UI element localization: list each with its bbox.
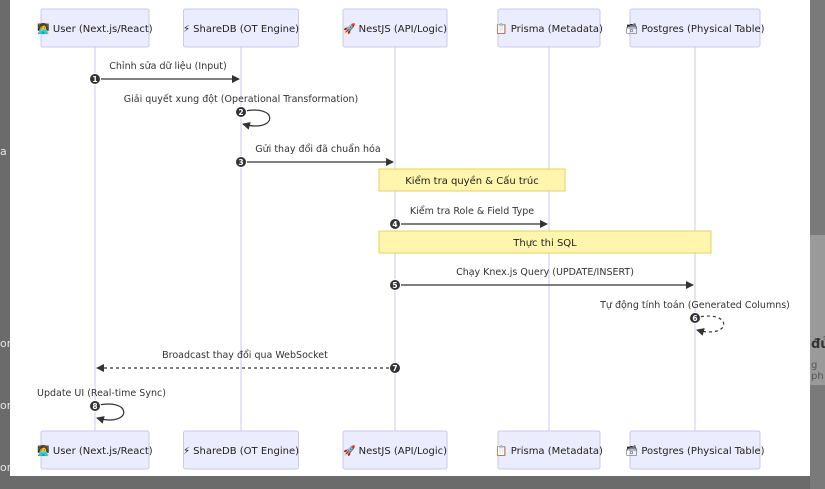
note-1: Kiểm tra quyền & Cấu trúc xyxy=(378,168,566,192)
actor-label-text: ShareDB (OT Engine) xyxy=(193,446,299,457)
message-label: Gửi thay đổi đã chuẩn hóa xyxy=(255,144,380,155)
user-participant-icon: 👩‍💻 xyxy=(37,22,53,35)
actor-top-nestjs: 🚀 NestJS (API/Logic) xyxy=(342,8,448,48)
sequence-number-badge: 4 xyxy=(389,218,401,230)
message-label: Update UI (Real-time Sync) xyxy=(37,388,166,399)
actor-top-label-user: 👩‍💻 User (Next.js/React) xyxy=(37,22,153,35)
sharedb-participant-icon: ⚡ xyxy=(183,446,193,457)
sequence-number: 2 xyxy=(238,108,243,117)
message-label: Broadcast thay đổi qua WebSocket xyxy=(162,350,328,361)
sequence-number: 1 xyxy=(92,75,97,84)
sequence-number-badge: 3 xyxy=(235,156,247,168)
background-fragment-left-4: or xyxy=(0,461,12,474)
self-message-arrow xyxy=(94,403,125,424)
actor-top-label-nestjs: 🚀 NestJS (API/Logic) xyxy=(343,22,447,35)
note-text: Kiểm tra quyền & Cấu trúc xyxy=(405,174,539,187)
prisma-participant-icon: 📋 xyxy=(495,22,511,35)
postgres-participant-icon: 🗃 xyxy=(625,23,641,35)
actor-label-text: ShareDB (OT Engine) xyxy=(193,24,299,35)
sequence-number: 6 xyxy=(692,314,697,323)
message-2: Giải quyết xung đột (Operational Transfo… xyxy=(124,94,359,130)
user-participant-icon: 👩‍💻 xyxy=(37,444,53,457)
prisma-participant-icon: 📋 xyxy=(495,444,511,457)
actor-label-text: User (Next.js/React) xyxy=(53,446,153,457)
sequence-number: 5 xyxy=(392,281,397,290)
sequence-number: 7 xyxy=(392,364,397,373)
actor-bottom-prisma: 📋 Prisma (Metadata) xyxy=(495,430,603,470)
message-8: Update UI (Real-time Sync) 8 xyxy=(37,388,166,424)
actor-label-text: NestJS (API/Logic) xyxy=(359,446,447,457)
background-right-strip xyxy=(810,0,825,489)
sequence-number-badge: 2 xyxy=(235,106,247,118)
diagram-modal: 👩‍💻 User (Next.js/React) ⚡ ShareDB (OT En… xyxy=(10,0,810,476)
self-message-arrow xyxy=(694,315,725,336)
actor-label-text: Postgres (Physical Table) xyxy=(641,446,764,457)
sequence-number: 4 xyxy=(392,220,397,229)
message-label: Giải quyết xung đột (Operational Transfo… xyxy=(124,94,359,105)
message-label: Kiểm tra Role & Field Type xyxy=(410,206,534,217)
note-text: Thực thi SQL xyxy=(512,238,577,249)
actor-bottom-label-prisma: 📋 Prisma (Metadata) xyxy=(495,444,603,457)
background-fragment-left-1: a xyxy=(0,145,7,158)
actor-top-sharedb: ⚡ ShareDB (OT Engine) xyxy=(183,8,299,48)
nestjs-participant-icon: 🚀 xyxy=(343,22,359,35)
actor-bottom-postgres: 🗃 Postgres (Physical Table) xyxy=(625,430,765,470)
actor-bottom-label-nestjs: 🚀 NestJS (API/Logic) xyxy=(343,444,447,457)
actor-top-postgres: 🗃 Postgres (Physical Table) xyxy=(625,8,765,48)
note-2: Thực thi SQL xyxy=(378,230,712,254)
actor-bottom-nestjs: 🚀 NestJS (API/Logic) xyxy=(342,430,448,470)
actor-bottom-label-postgres: 🗃 Postgres (Physical Table) xyxy=(625,445,764,457)
background-fragment-right-1: đủ xyxy=(811,337,825,352)
sequence-number-badge: 5 xyxy=(389,279,401,291)
message-6: Tự động tính toán (Generated Columns) 6 xyxy=(599,300,790,336)
actor-top-prisma: 📋 Prisma (Metadata) xyxy=(495,8,603,48)
message-label: Tự động tính toán (Generated Columns) xyxy=(599,300,790,311)
actor-top-label-postgres: 🗃 Postgres (Physical Table) xyxy=(625,23,764,35)
actor-label-text: Prisma (Metadata) xyxy=(511,24,603,35)
message-3: Gửi thay đổi đã chuẩn hóa 3 xyxy=(235,144,394,168)
background-fragment-left-3: or xyxy=(0,399,12,412)
self-message-arrow xyxy=(240,109,271,130)
sequence-number-badge: 6 xyxy=(689,312,701,324)
actor-bottom-label-sharedb: ⚡ ShareDB (OT Engine) xyxy=(183,446,299,457)
actor-label-text: NestJS (API/Logic) xyxy=(359,24,447,35)
actor-top-label-sharedb: ⚡ ShareDB (OT Engine) xyxy=(183,24,299,35)
actor-bottom-user: 👩‍💻 User (Next.js/React) xyxy=(37,430,153,470)
background-fragment-right-2: g ph xyxy=(811,360,824,382)
actor-top-user: 👩‍💻 User (Next.js/React) xyxy=(37,8,153,48)
actor-bottom-sharedb: ⚡ ShareDB (OT Engine) xyxy=(183,430,299,470)
message-1: Chỉnh sửa dữ liệu (Input) 1 xyxy=(89,61,240,85)
sequence-number: 3 xyxy=(238,158,243,167)
nestjs-participant-icon: 🚀 xyxy=(343,444,359,457)
message-label: Chạy Knex.js Query (UPDATE/INSERT) xyxy=(456,267,634,278)
postgres-participant-icon: 🗃 xyxy=(625,445,641,457)
sequence-diagram: 👩‍💻 User (Next.js/React) ⚡ ShareDB (OT En… xyxy=(37,8,790,470)
actor-bottom-label-user: 👩‍💻 User (Next.js/React) xyxy=(37,444,153,457)
actor-label-text: User (Next.js/React) xyxy=(53,24,153,35)
message-label: Chỉnh sửa dữ liệu (Input) xyxy=(109,61,226,72)
sequence-number: 8 xyxy=(92,402,97,411)
message-4: Kiểm tra Role & Field Type 4 xyxy=(389,206,548,230)
message-7: Broadcast thay đổi qua WebSocket 7 xyxy=(96,350,401,374)
background-fragment-left-2: or xyxy=(0,337,12,350)
actor-label-text: Postgres (Physical Table) xyxy=(641,24,764,35)
sequence-number-badge: 7 xyxy=(389,362,401,374)
message-5: Chạy Knex.js Query (UPDATE/INSERT) 5 xyxy=(389,267,694,291)
sequence-number-badge: 1 xyxy=(89,73,101,85)
actor-label-text: Prisma (Metadata) xyxy=(511,446,603,457)
actor-top-label-prisma: 📋 Prisma (Metadata) xyxy=(495,22,603,35)
sequence-number-badge: 8 xyxy=(89,400,101,412)
sharedb-participant-icon: ⚡ xyxy=(183,24,193,35)
